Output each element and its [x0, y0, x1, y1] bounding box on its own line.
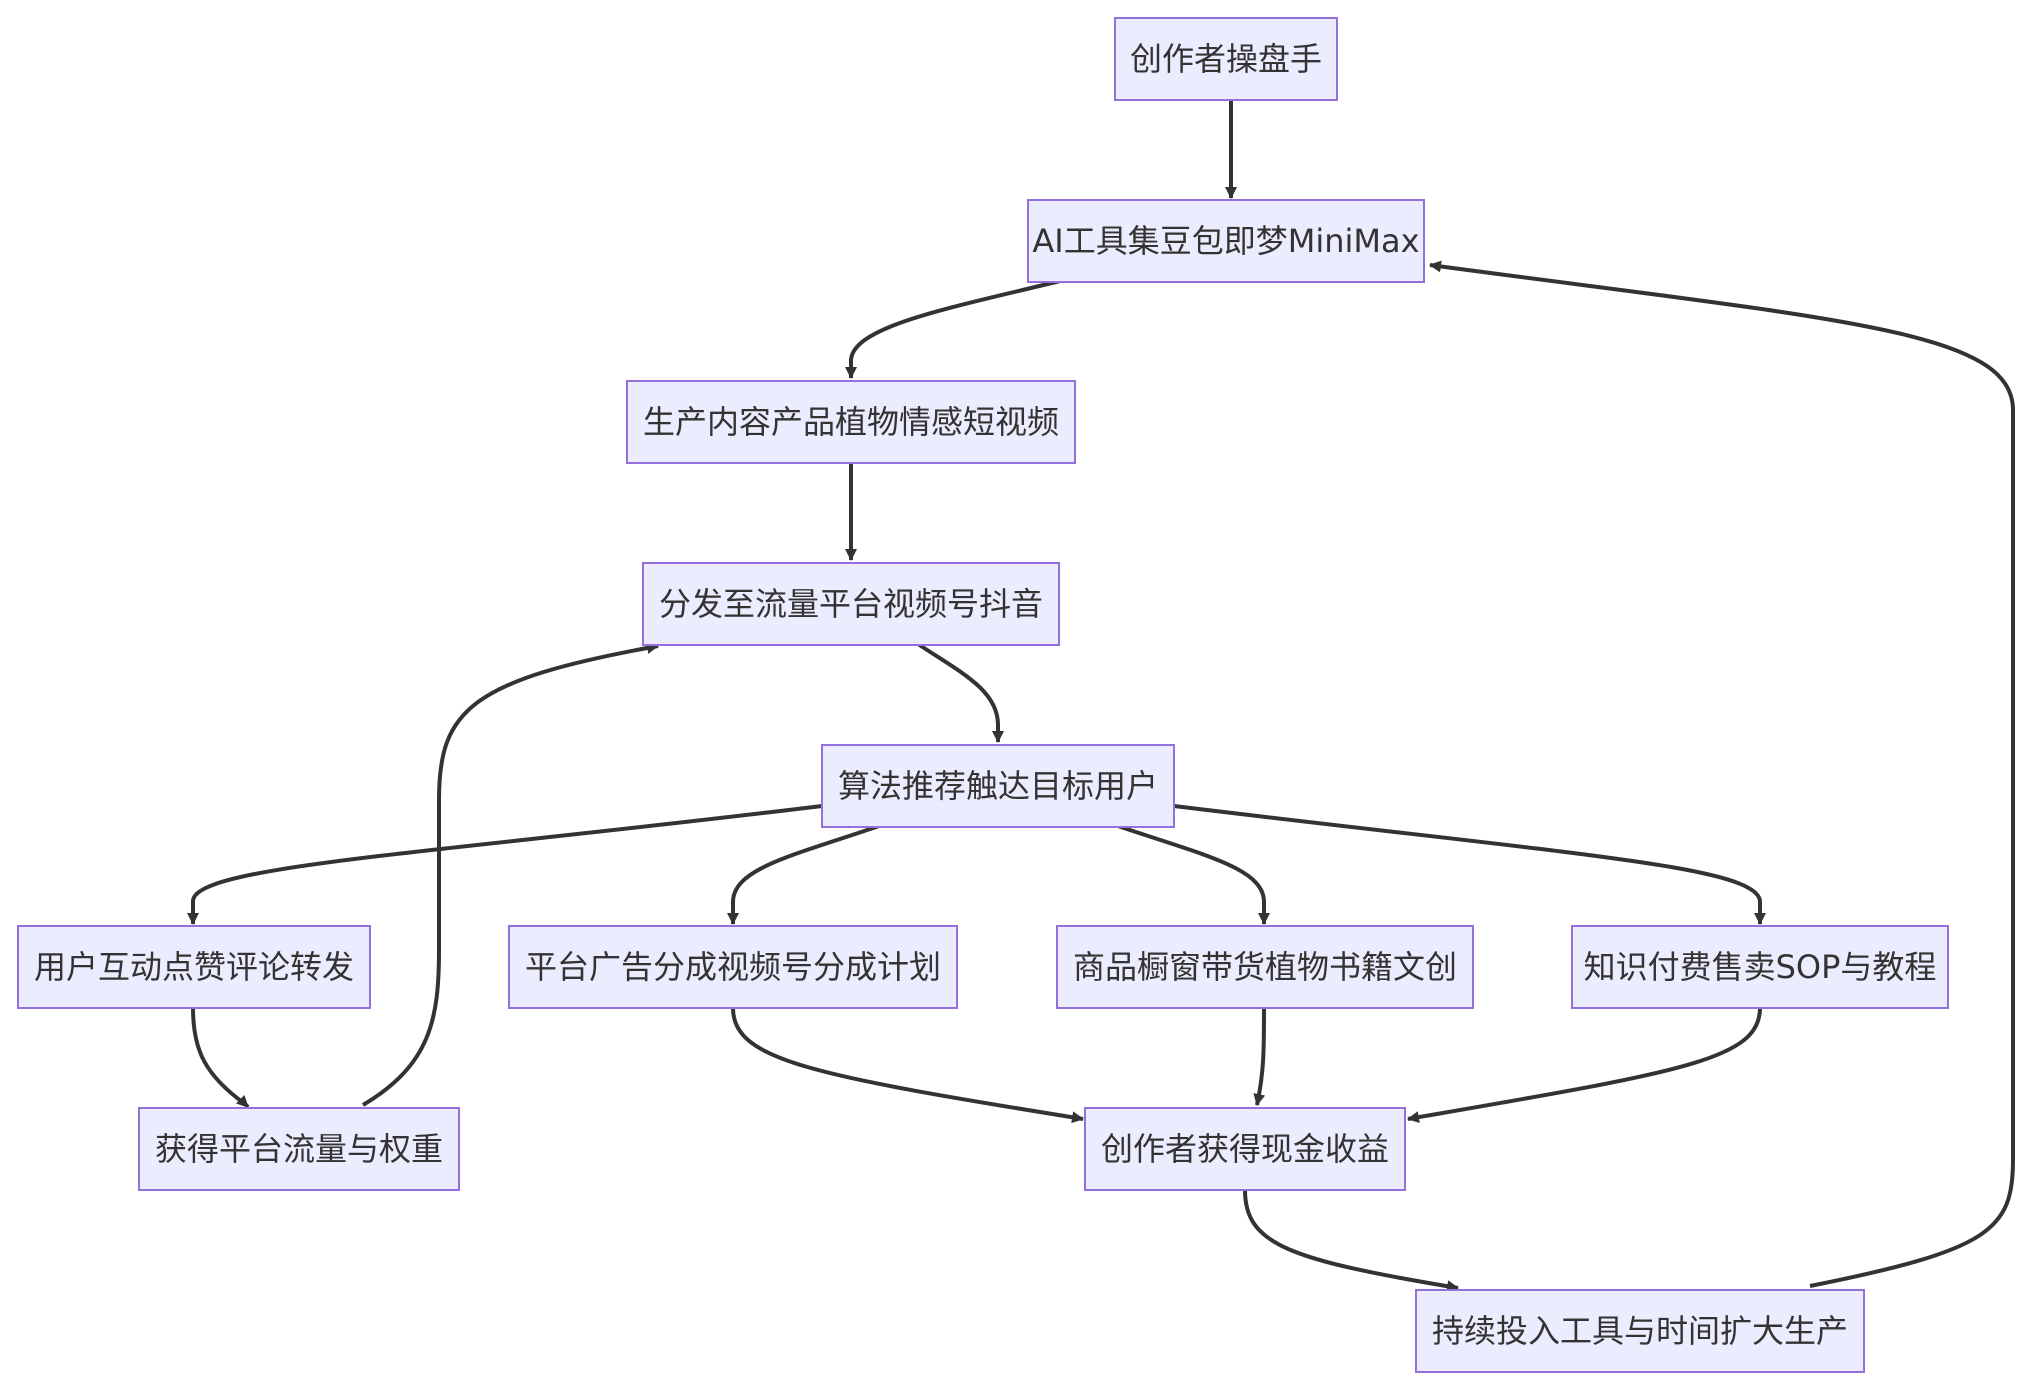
edge-showcase-to-income [1253, 1007, 1266, 1106]
node-traffic: 获得平台流量与权重 [138, 1107, 460, 1191]
edge-knowledge-to-income [1407, 1007, 1762, 1124]
node-interaction: 用户互动点赞评论转发 [17, 925, 371, 1009]
node-algorithm: 算法推荐触达目标用户 [821, 744, 1175, 828]
node-label-distribute: 分发至流量平台视频号抖音 [659, 585, 1043, 623]
node-creator: 创作者操盘手 [1114, 17, 1338, 101]
node-showcase: 商品橱窗带货植物书籍文创 [1056, 925, 1474, 1009]
edge-interaction-to-traffic [191, 1007, 250, 1109]
edge-distribute-to-algorithm [916, 642, 1004, 743]
node-label-creator: 创作者操盘手 [1130, 40, 1322, 78]
edge-algorithm-to-showcase [1117, 824, 1270, 925]
node-label-produce: 生产内容产品植物情感短视频 [643, 403, 1059, 441]
node-reinvest: 持续投入工具与时间扩大生产 [1415, 1289, 1865, 1373]
node-label-reinvest: 持续投入工具与时间扩大生产 [1432, 1312, 1848, 1350]
edge-algorithm-to-interaction [187, 804, 823, 925]
node-label-ai-tools: AI工具集豆包即梦MiniMax [1032, 222, 1419, 260]
node-label-knowledge: 知识付费售卖SOP与教程 [1584, 948, 1937, 986]
edge-algorithm-to-knowledge [1173, 804, 1766, 925]
node-produce: 生产内容产品植物情感短视频 [626, 380, 1076, 464]
node-label-ad-share: 平台广告分成视频号分成计划 [525, 948, 941, 986]
edge-traffic-to-distribute [361, 642, 659, 1107]
node-ai-tools: AI工具集豆包即梦MiniMax [1027, 199, 1425, 283]
node-label-algorithm: 算法推荐触达目标用户 [838, 767, 1158, 805]
edge-ad-share-to-income [731, 1007, 1084, 1124]
edge-income-to-reinvest [1243, 1189, 1459, 1293]
node-label-income: 创作者获得现金收益 [1101, 1130, 1389, 1168]
node-income: 创作者获得现金收益 [1084, 1107, 1406, 1191]
node-label-showcase: 商品橱窗带货植物书籍文创 [1073, 948, 1457, 986]
edge-reinvest-to-ai-tools [1429, 260, 2015, 1288]
node-ad-share: 平台广告分成视频号分成计划 [508, 925, 958, 1009]
edges [187, 100, 2015, 1293]
node-label-traffic: 获得平台流量与权重 [155, 1130, 443, 1168]
edge-algorithm-to-ad-share [727, 824, 880, 925]
edge-ai-tools-to-produce [845, 279, 1061, 379]
node-knowledge: 知识付费售卖SOP与教程 [1571, 925, 1949, 1009]
node-label-interaction: 用户互动点赞评论转发 [34, 948, 354, 986]
node-distribute: 分发至流量平台视频号抖音 [642, 562, 1060, 646]
